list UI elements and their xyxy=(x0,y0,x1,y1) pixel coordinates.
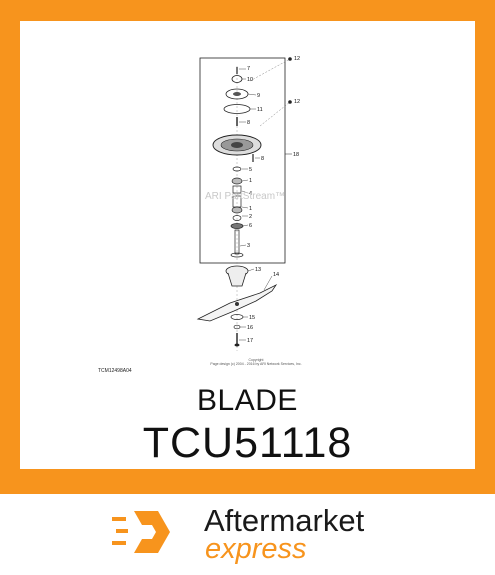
callout-label: 4 xyxy=(249,191,252,197)
callout-label: 16 xyxy=(247,325,253,331)
part-number: TCU51118 xyxy=(142,419,353,467)
product-card: 12 7 10 9 11 8 12 18 8 5 1 4 1 2 6 3 13 … xyxy=(20,21,475,469)
callout-label: 2 xyxy=(249,214,252,220)
callout-label: 13 xyxy=(255,267,261,273)
speed-hexagon-icon xyxy=(112,511,170,553)
callout-label: 1 xyxy=(249,206,252,212)
callout-label: 15 xyxy=(249,315,255,321)
brand-name-line1: Aftermarket xyxy=(204,503,365,538)
copyright: Copyright Page design (c) 2004 - 2016 by… xyxy=(196,358,316,366)
copyright-line1: Copyright xyxy=(248,358,264,362)
callout-label: 17 xyxy=(247,338,253,344)
brand-bar xyxy=(0,494,495,575)
callout-label: 8 xyxy=(261,156,264,162)
callout-label: 7 xyxy=(247,66,250,72)
copyright-line2: Page design (c) 2004 - 2016 by ARI Netwo… xyxy=(210,362,302,366)
callout-label: 10 xyxy=(247,77,253,83)
diagram-id: TCM12498A04 xyxy=(98,368,132,374)
callout-label: 3 xyxy=(247,243,250,249)
callout-label: 11 xyxy=(257,107,263,113)
callout-label: 1 xyxy=(249,178,252,184)
callout-label: 18 xyxy=(293,152,299,158)
callout-label: 12 xyxy=(294,99,300,105)
callout-label: 6 xyxy=(249,223,252,229)
callout-label: 8 xyxy=(247,120,250,126)
brand-name-line2: express xyxy=(205,533,307,565)
exploded-parts-diagram: 12 7 10 9 11 8 12 18 8 5 1 4 1 2 6 3 13 … xyxy=(196,56,300,351)
callout-label: 14 xyxy=(273,272,279,278)
watermark: ARI PartStream™ xyxy=(205,191,286,202)
callout-label: 5 xyxy=(249,167,252,173)
part-name: BLADE xyxy=(197,384,298,417)
callout-label: 9 xyxy=(257,93,260,99)
callout-label: 12 xyxy=(294,56,300,62)
